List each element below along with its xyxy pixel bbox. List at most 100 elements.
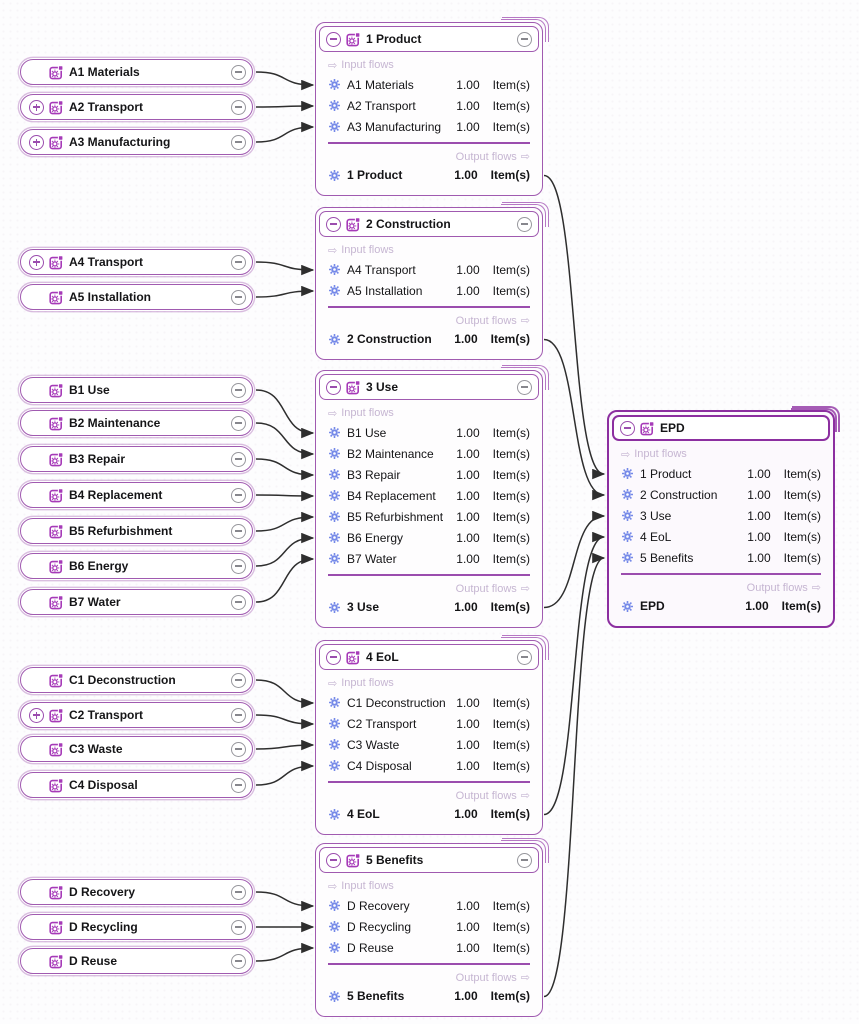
process-node-c1[interactable]: C1 Deconstruction: [20, 667, 253, 693]
collapse-minus-icon[interactable]: [231, 289, 246, 305]
node-header[interactable]: 3 Use: [319, 374, 539, 400]
process-node-a4[interactable]: A4 Transport: [20, 249, 253, 275]
process-node-b1[interactable]: B1 Use: [20, 377, 253, 403]
flow-edge[interactable]: [255, 285, 315, 298]
process-node-b2[interactable]: B2 Maintenance: [20, 410, 253, 436]
flow-edge[interactable]: [255, 532, 315, 567]
flow-edge[interactable]: [255, 679, 315, 709]
flow-edge[interactable]: [543, 174, 606, 480]
node-header[interactable]: 2 Construction: [319, 211, 539, 237]
collapse-minus-icon[interactable]: [326, 852, 341, 868]
expand-plus-icon[interactable]: [29, 134, 44, 150]
collapse-minus-icon[interactable]: [326, 649, 341, 665]
minimize-minus-icon[interactable]: [517, 216, 532, 232]
node-header[interactable]: 5 Benefits: [319, 847, 539, 873]
flow-edge[interactable]: [255, 100, 315, 112]
collapse-minus-icon[interactable]: [231, 741, 246, 757]
collapse-minus-icon[interactable]: [231, 558, 246, 574]
node-header[interactable]: 1 Product: [319, 26, 539, 52]
collapse-minus-icon[interactable]: [326, 31, 341, 47]
process-node-b6[interactable]: B6 Energy: [20, 553, 253, 579]
collapse-minus-icon[interactable]: [231, 99, 246, 115]
collapse-minus-icon[interactable]: [231, 777, 246, 793]
collapse-minus-icon[interactable]: [231, 919, 246, 935]
flow-edge[interactable]: [543, 338, 606, 501]
expand-plus-icon[interactable]: [29, 707, 44, 723]
flow-edge[interactable]: [255, 121, 315, 143]
process-node-b7[interactable]: B7 Water: [20, 589, 253, 615]
flow-edge[interactable]: [255, 553, 315, 603]
flow-edge[interactable]: [255, 942, 315, 962]
process-node-d3[interactable]: D Reuse: [20, 948, 253, 974]
flow-edge[interactable]: [255, 714, 315, 730]
collapse-minus-icon[interactable]: [326, 216, 341, 232]
expand-plus-icon[interactable]: [29, 254, 44, 270]
process-node-b3[interactable]: B3 Repair: [20, 446, 253, 472]
process-node-c4[interactable]: C4 Disposal: [20, 772, 253, 798]
collapse-minus-icon[interactable]: [231, 382, 246, 398]
flow-edge[interactable]: [255, 739, 315, 751]
flow-edge[interactable]: [255, 261, 315, 276]
process-node-a2[interactable]: A2 Transport: [20, 94, 253, 120]
flow-edge[interactable]: [255, 511, 315, 532]
node-header[interactable]: 4 EoL: [319, 644, 539, 670]
collapse-minus-icon[interactable]: [231, 707, 246, 723]
flow-edge[interactable]: [255, 422, 315, 460]
collapse-minus-icon[interactable]: [231, 884, 246, 900]
collapse-minus-icon[interactable]: [231, 487, 246, 503]
collapse-minus-icon[interactable]: [231, 64, 246, 80]
process-node-c2[interactable]: C2 Transport: [20, 702, 253, 728]
process-node-b4[interactable]: B4 Replacement: [20, 482, 253, 508]
collapse-minus-icon[interactable]: [231, 451, 246, 467]
flow-edge[interactable]: [543, 510, 606, 609]
process-node-a1[interactable]: A1 Materials: [20, 59, 253, 85]
minimize-minus-icon[interactable]: [517, 649, 532, 665]
collapse-minus-icon[interactable]: [231, 523, 246, 539]
collapse-minus-icon[interactable]: [231, 953, 246, 969]
process-node-d2[interactable]: D Recycling: [20, 914, 253, 940]
flow-edge[interactable]: [543, 552, 606, 998]
collapse-minus-icon[interactable]: [326, 379, 341, 395]
process-node-a3[interactable]: A3 Manufacturing: [20, 129, 253, 155]
minimize-minus-icon[interactable]: [517, 852, 532, 868]
flow-edge[interactable]: [255, 389, 315, 439]
minimize-minus-icon[interactable]: [517, 31, 532, 47]
node-header[interactable]: EPD: [612, 415, 830, 441]
process-node-c3[interactable]: C3 Waste: [20, 736, 253, 762]
collapse-minus-icon[interactable]: [620, 420, 635, 436]
flow-edge[interactable]: [255, 490, 315, 502]
flow-edge[interactable]: [255, 458, 315, 481]
flow-edge[interactable]: [255, 71, 315, 91]
collapse-minus-icon[interactable]: [231, 134, 246, 150]
process-node-a5[interactable]: A5 Installation: [20, 284, 253, 310]
